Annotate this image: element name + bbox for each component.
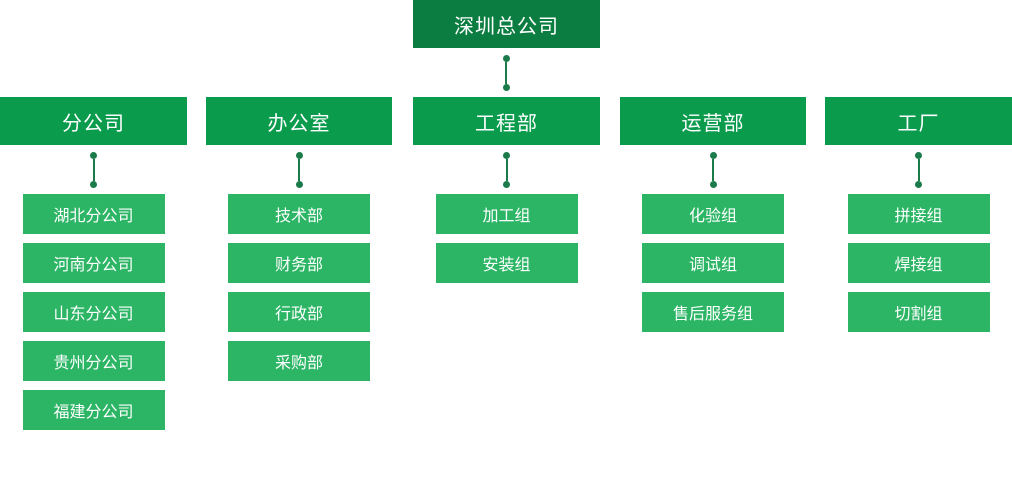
- factory-team-list: 拼接组 焊接组 切割组: [847, 194, 990, 332]
- dept-node-office: 办公室: [206, 97, 392, 145]
- org-column-factory: 工厂 拼接组 焊接组 切割组: [825, 97, 1012, 332]
- org-column-office: 办公室 技术部 财务部 行政部 采购部: [206, 97, 392, 381]
- connector-dot-top: [295, 152, 303, 159]
- connector-branches: [90, 152, 98, 188]
- sub-node-finance-dept: 财务部: [228, 243, 370, 283]
- engineering-team-list: 加工组 安装组: [435, 194, 578, 283]
- sub-node-debugging-team: 调试组: [642, 243, 784, 283]
- sub-node-hubei-branch: 湖北分公司: [22, 194, 165, 234]
- connector-dot-top: [915, 152, 922, 159]
- dept-node-operations: 运营部: [620, 97, 806, 145]
- sub-node-cutting-team: 切割组: [847, 292, 990, 332]
- connector-dot-bottom: [709, 181, 717, 188]
- sub-node-shandong-branch: 山东分公司: [22, 292, 165, 332]
- sub-node-inspection-team: 化验组: [642, 194, 784, 234]
- dept-node-branches: 分公司: [0, 97, 187, 145]
- org-column-branches: 分公司 湖北分公司 河南分公司 山东分公司 贵州分公司 福建分公司: [0, 97, 187, 430]
- connector-engineering: [503, 152, 511, 188]
- office-dept-list: 技术部 财务部 行政部 采购部: [228, 194, 370, 381]
- operations-team-list: 化验组 调试组 售后服务组: [642, 194, 784, 332]
- branch-list: 湖北分公司 河南分公司 山东分公司 贵州分公司 福建分公司: [22, 194, 165, 430]
- sub-node-henan-branch: 河南分公司: [22, 243, 165, 283]
- sub-node-installation-team: 安装组: [435, 243, 578, 283]
- sub-node-procurement-dept: 采购部: [228, 341, 370, 381]
- org-column-engineering: 工程部 加工组 安装组: [413, 97, 600, 283]
- connector-dot-top: [90, 152, 97, 159]
- connector-dot-top: [709, 152, 717, 159]
- connector-line: [917, 159, 920, 181]
- connector-dot-bottom: [503, 181, 510, 188]
- connector-line: [505, 159, 508, 181]
- sub-node-guizhou-branch: 贵州分公司: [22, 341, 165, 381]
- org-column-operations: 运营部 化验组 调试组 售后服务组: [620, 97, 806, 332]
- dept-node-factory: 工厂: [825, 97, 1012, 145]
- sub-node-administration-dept: 行政部: [228, 292, 370, 332]
- connector-line: [92, 159, 95, 181]
- connector-dot-top: [503, 152, 510, 159]
- connector-line: [298, 159, 300, 181]
- connector-root: [502, 55, 510, 91]
- connector-factory: [915, 152, 923, 188]
- sub-node-fujian-branch: 福建分公司: [22, 390, 165, 430]
- connector-dot-top: [502, 55, 510, 62]
- connector-dot-bottom: [915, 181, 922, 188]
- connector-dot-bottom: [502, 84, 510, 91]
- dept-node-engineering: 工程部: [413, 97, 600, 145]
- connector-dot-bottom: [295, 181, 303, 188]
- sub-node-processing-team: 加工组: [435, 194, 578, 234]
- connector-office: [295, 152, 303, 188]
- sub-node-splicing-team: 拼接组: [847, 194, 990, 234]
- sub-node-welding-team: 焊接组: [847, 243, 990, 283]
- sub-node-after-sales-service-team: 售后服务组: [642, 292, 784, 332]
- connector-dot-bottom: [90, 181, 97, 188]
- connector-line: [712, 159, 714, 181]
- root-node-shenzhen-hq: 深圳总公司: [413, 0, 600, 48]
- connector-operations: [709, 152, 717, 188]
- connector-line: [505, 62, 507, 84]
- sub-node-technology-dept: 技术部: [228, 194, 370, 234]
